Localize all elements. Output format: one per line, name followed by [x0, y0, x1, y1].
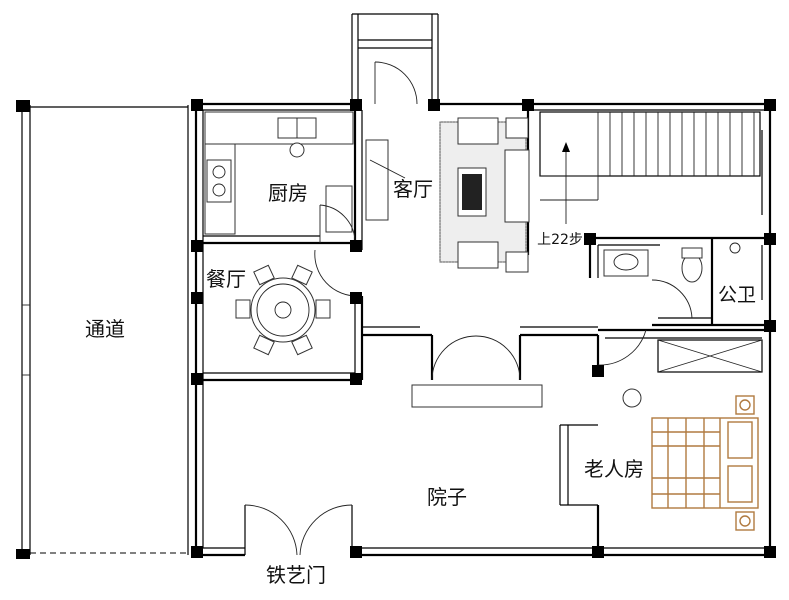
kitchen-room [196, 104, 406, 250]
staircase [539, 111, 761, 224]
kitchen-label: 厨房 [268, 181, 308, 205]
passage-area [21, 105, 189, 555]
elder-bedroom-label: 老人房 [584, 457, 644, 481]
dining-room-label: 餐厅 [206, 267, 246, 291]
courtyard-area [244, 504, 353, 556]
structural-columns [16, 99, 776, 559]
dining-room [196, 249, 364, 382]
living-room-label: 客厅 [393, 177, 433, 201]
elder-bedroom [559, 328, 770, 555]
living-room [362, 104, 598, 408]
entrance-porch [351, 13, 439, 105]
stairs-label: 上22步 [537, 232, 583, 248]
courtyard-label: 院子 [427, 485, 467, 509]
public-bathroom [588, 236, 770, 327]
iron-gate-label: 铁艺门 [266, 563, 326, 587]
public-bath-label: 公卫 [718, 284, 756, 306]
passage-label: 通道 [85, 317, 125, 341]
